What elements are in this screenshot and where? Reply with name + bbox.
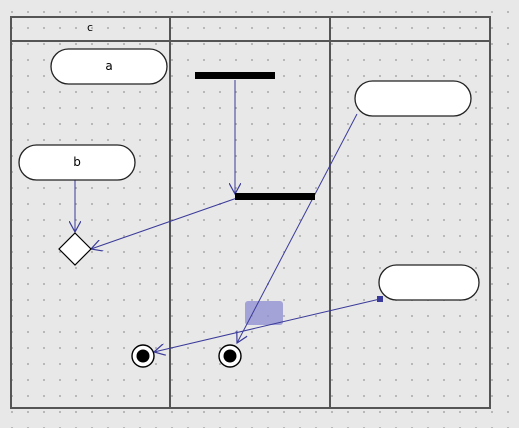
activity-a[interactable]: a [50, 48, 168, 85]
activity-unlabeled-2-shape[interactable] [378, 264, 480, 301]
activity-b[interactable]: b [18, 144, 136, 181]
activity-a-shape[interactable] [50, 48, 168, 85]
final-node-1[interactable] [131, 344, 155, 368]
edge-join-to-decision[interactable] [91, 197, 238, 249]
final-node-1-dot [136, 349, 150, 363]
edge-selection-handle[interactable] [377, 296, 383, 302]
flow-edges [75, 80, 381, 352]
activity-b-shape[interactable] [18, 144, 136, 181]
activity-unlabeled-1[interactable] [354, 80, 472, 117]
activity-unlabeled-2[interactable] [378, 264, 480, 301]
activity-unlabeled-1-shape[interactable] [354, 80, 472, 117]
swimlane-title-1[interactable]: c [87, 21, 93, 34]
selection-box[interactable] [245, 301, 283, 325]
join-bar[interactable] [235, 193, 315, 200]
edge-activity-to-final-1[interactable] [154, 298, 381, 352]
fork-bar[interactable] [195, 72, 275, 79]
edge-activity-to-final-2[interactable] [237, 113, 358, 343]
decision-node[interactable] [58, 232, 92, 266]
final-node-2-dot [223, 349, 237, 363]
activity-a-label: a [105, 59, 112, 73]
activity-b-label: b [73, 155, 81, 169]
final-node-2[interactable] [218, 344, 242, 368]
swimlane-frame [10, 16, 491, 409]
swimlane-border [10, 16, 491, 409]
